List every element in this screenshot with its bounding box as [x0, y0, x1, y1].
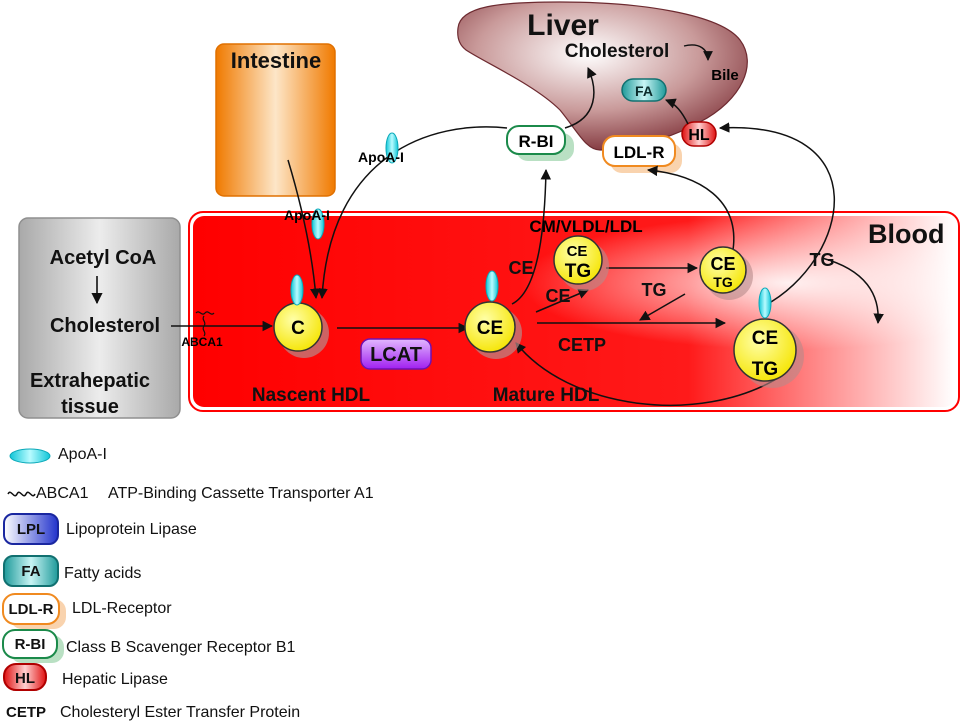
hl-to-fa-arrow [665, 98, 689, 125]
mid-particle-ce: CE [710, 254, 735, 274]
ce-left-label: CE [508, 258, 533, 278]
legend-text-cetp: Cholesteryl Ester Transfer Protein [60, 704, 300, 721]
legend-item-fa: FA Fatty acids [3, 555, 141, 587]
liver-label: Liver [527, 9, 599, 42]
intestine-label: Intestine [231, 48, 321, 73]
abca1-label: ABCA1 [181, 335, 223, 349]
legend-item-ldlr: LDL-R LDL-Receptor [2, 593, 172, 629]
apoa1-on-mature-icon [485, 270, 499, 302]
mid-particle-tg: TG [713, 274, 733, 290]
apoa1-upper-icon [385, 132, 399, 164]
cm-vldl-ldl-particle: CE TG [553, 235, 609, 291]
blood-label: Blood [868, 219, 944, 249]
hl-badge: HL [681, 121, 717, 147]
ldlr-legend-badge [2, 593, 60, 625]
apoa1-ellipse-icon [9, 448, 51, 464]
legend-text-hl: Hepatic Lipase [62, 671, 168, 688]
legend-key-rbi: R-BI [15, 636, 46, 653]
apoa1-lower-icon [311, 208, 325, 240]
cholesterol-to-bile-arrow [683, 44, 713, 61]
legend-item-hl: HL Hepatic Lipase [3, 663, 168, 691]
fa-badge-label: FA [635, 83, 653, 99]
legend-key-ldlr: LDL-R [9, 601, 54, 618]
cetp-label: CETP [558, 335, 606, 355]
legend-key-fa: FA [21, 563, 40, 580]
nascent-hdl-particle: C [273, 302, 329, 358]
intestine-to-hdl-arrow [287, 159, 321, 300]
tg-transfer-arrow [639, 293, 686, 321]
rbi-to-cholesterol-arrow [564, 67, 597, 129]
apoa1-upper-label: ApoA-I [358, 149, 404, 165]
legend-key-cetp: CETP [6, 704, 46, 721]
legend-item-apoa1: ApoA-I [9, 446, 107, 464]
legend-item-lpl: LPL Lipoprotein Lipase [3, 513, 197, 545]
tissue-cholesterol: Cholesterol [50, 315, 160, 337]
hl-legend-badge [3, 663, 47, 691]
lcat-label: LCAT [370, 344, 422, 366]
tissue-extrahepatic: Extrahepatic [30, 370, 150, 392]
rbi-legend-badge [2, 629, 58, 659]
cm-particle-tg: TG [565, 261, 591, 282]
return-to-hdl-arrow [515, 342, 779, 407]
hdl-to-rbi-arrow [511, 168, 552, 305]
legend-text-fa: Fatty acids [64, 565, 141, 582]
rbi-badge-label: R-BI [519, 132, 554, 151]
cm-vldl-ldl-label: CM/VLDL/LDL [529, 217, 642, 236]
legend-key-abca1: ABCA1 [36, 485, 89, 502]
lcat-badge: LCAT [360, 338, 432, 370]
big-particle-ce: CE [752, 328, 778, 349]
nascent-hdl-label: Nascent HDL [252, 385, 371, 406]
mid-to-ldlr-arrow [646, 165, 735, 251]
mature-hdl-label: Mature HDL [493, 385, 600, 406]
liver-cholesterol: Cholesterol [565, 41, 670, 62]
apoa1-lower-label: ApoA-I [284, 207, 330, 223]
big-particle-tg: TG [752, 359, 778, 380]
cm-particle-ce: CE [567, 243, 588, 260]
tissue-word: tissue [61, 396, 119, 418]
tissue-acetyl-coa: Acetyl CoA [50, 247, 157, 269]
tg-release-arrow [821, 257, 884, 325]
apoa1-on-nascent-icon [290, 274, 304, 306]
mature-core-label: CE [477, 318, 503, 339]
legend-item-rbi: R-BI Class B Scavenger Receptor B1 [2, 629, 296, 663]
nascent-core-label: C [291, 318, 305, 339]
lpl-badge [3, 513, 59, 545]
ldlr-badge-label: LDL-R [614, 143, 665, 162]
legend-text-ldlr: LDL-Receptor [72, 600, 172, 617]
ce-transfer-arrow [535, 288, 589, 313]
tg-mid-label: TG [642, 280, 667, 300]
legend-text-rbi: Class B Scavenger Receptor B1 [66, 639, 296, 656]
hl-badge-label: HL [688, 127, 710, 144]
mid-lipoprotein-particle: CE TG [699, 246, 753, 300]
legend-key-lpl: LPL [17, 521, 45, 538]
legend-text-abca1: ATP-Binding Cassette Transporter A1 [108, 485, 374, 502]
abca1-legend-wave-icon [7, 491, 36, 497]
abca1-wave-icon [195, 311, 215, 337]
fa-badge: FA [621, 78, 667, 102]
legend-key-hl: HL [15, 670, 35, 687]
rbi-badge: R-BI [506, 125, 574, 161]
ldlr-badge: LDL-R [602, 135, 682, 173]
liver: Liver Cholesterol Bile [457, 1, 748, 151]
ce-mid-label: CE [545, 286, 570, 306]
mature-hdl-particle: CE [464, 301, 522, 359]
legend-item-abca1: ABCA1 ATP-Binding Cassette Transporter A… [7, 485, 374, 502]
big-to-hl-arrow [718, 122, 836, 307]
fa-legend-badge [3, 555, 59, 587]
intestine: Intestine [215, 43, 336, 197]
legend: ApoA-I ABCA1 ATP-Binding Cassette Transp… [2, 446, 374, 721]
liver-bile: Bile [711, 67, 739, 84]
extrahepatic-tissue: Acetyl CoA Cholesterol Extrahepatic tiss… [18, 217, 181, 419]
legend-text-apoa1: ApoA-I [58, 446, 107, 463]
apoa1-on-large-icon [758, 287, 772, 319]
large-lipoprotein-particle: CE TG [733, 318, 804, 388]
legend-item-cetp: CETP Cholesteryl Ester Transfer Protein [6, 704, 300, 721]
legend-text-lpl: Lipoprotein Lipase [66, 521, 197, 538]
tg-right-label: TG [810, 250, 835, 270]
